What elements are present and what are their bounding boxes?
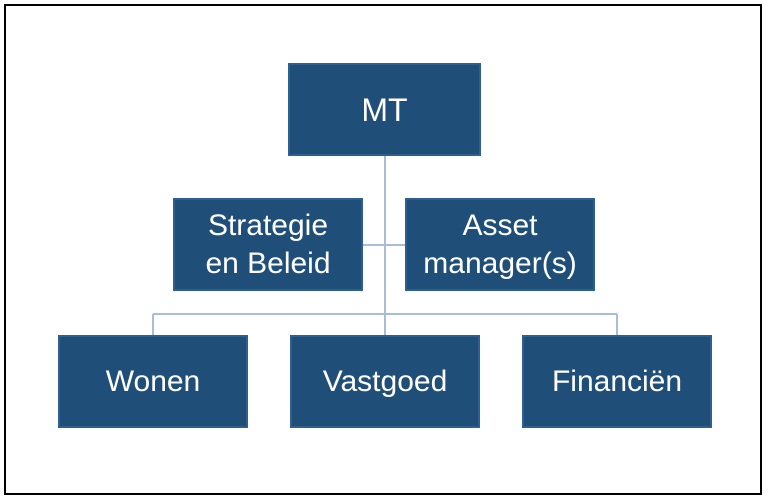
node-wonen-label: Wonen [105,364,201,398]
node-wonen: Wonen [58,335,248,428]
node-strategie-en-beleid: Strategie en Beleid [173,198,363,291]
node-vastgoed-label: Vastgoed [322,364,448,398]
node-asset-label: Asset manager(s) [423,209,577,280]
node-financien: Financiën [522,335,712,428]
node-vastgoed: Vastgoed [290,335,480,428]
node-mt: MT [288,63,481,156]
node-mt-label: MT [361,91,408,128]
node-asset-managers: Asset manager(s) [405,198,595,291]
node-financien-label: Financiën [551,364,683,398]
node-strategie-label: Strategie en Beleid [205,209,331,280]
